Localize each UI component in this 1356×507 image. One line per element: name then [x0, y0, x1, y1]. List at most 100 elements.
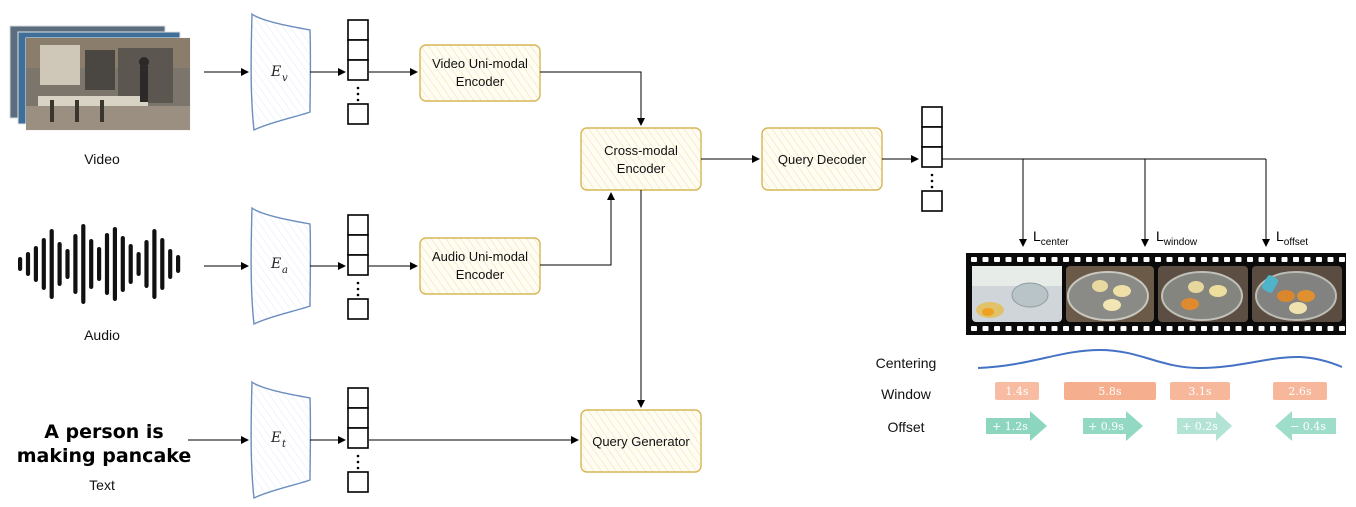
- token-ellipsis-dot: [930, 173, 934, 177]
- query-generator-label: Query Generator: [592, 434, 690, 449]
- text-input-line1: A person is: [44, 421, 164, 443]
- offset-arrow-1: + 1.2s: [986, 411, 1047, 441]
- sprocket-hole: [1028, 326, 1035, 331]
- sprocket-hole: [1316, 326, 1322, 331]
- offset-arrow-2: + 0.9s: [1083, 411, 1143, 441]
- film-strip: [966, 253, 1346, 335]
- sprocket-hole: [1270, 257, 1276, 262]
- token-ellipsis-dot: [356, 460, 360, 464]
- svg-text:2.6s: 2.6s: [1288, 385, 1311, 398]
- audio-unimodal-encoder: Audio Uni-modal Encoder: [419, 237, 541, 295]
- waveform-bar: [128, 244, 133, 284]
- sprocket-hole: [1086, 326, 1092, 331]
- waveform-bar: [33, 246, 38, 282]
- sprocket-hole: [1201, 257, 1207, 262]
- svg-text:+ 1.2s: + 1.2s: [992, 420, 1028, 433]
- sprocket-hole: [1178, 257, 1184, 262]
- svg-text:3.1s: 3.1s: [1188, 385, 1211, 398]
- token-ellipsis-dot: [356, 98, 360, 102]
- offset-label: Offset: [887, 419, 924, 435]
- sprocket-hole: [994, 326, 1000, 331]
- sprocket-hole: [1017, 326, 1023, 331]
- sprocket-hole: [1040, 326, 1046, 331]
- audio-unimodal-line2: Encoder: [456, 267, 505, 282]
- sprocket-hole: [1178, 326, 1184, 331]
- sprocket-hole: [1109, 326, 1115, 331]
- token-cell: [347, 254, 369, 276]
- token-cell: [347, 214, 369, 236]
- sprocket-hole: [1017, 257, 1023, 262]
- sprocket-hole: [1247, 257, 1253, 262]
- cross-modal-line1: Cross-modal: [604, 143, 678, 158]
- audio-unimodal-line1: Audio Uni-modal: [432, 249, 528, 264]
- sprocket-hole: [1143, 326, 1150, 331]
- sprocket-hole: [1235, 326, 1242, 331]
- token-cell: [347, 387, 369, 409]
- sprocket-hole: [1109, 257, 1115, 262]
- video-token-stack: [347, 19, 369, 125]
- sprocket-hole: [1281, 326, 1288, 331]
- ev-symbol: E: [270, 64, 281, 80]
- video-thumbnail-stack: [9, 25, 191, 131]
- waveform-bar: [152, 229, 157, 299]
- sprocket-hole: [1189, 257, 1196, 262]
- video-encoder-ev: E v: [250, 12, 312, 132]
- film-sprockets: [971, 257, 1345, 331]
- centering-label: Centering: [876, 355, 937, 371]
- token-ellipsis-dot: [356, 287, 360, 291]
- sprocket-hole: [1074, 326, 1081, 331]
- sprocket-hole: [1005, 326, 1012, 331]
- sprocket-hole: [1201, 326, 1207, 331]
- arrow-audio-unimodal-to-cross: [540, 192, 615, 266]
- sprocket-hole: [1166, 326, 1173, 331]
- sprocket-hole: [982, 326, 989, 331]
- sprocket-hole: [1040, 257, 1046, 262]
- waveform-bar: [144, 240, 149, 288]
- sprocket-hole: [1224, 257, 1230, 262]
- token-ellipsis-dot: [356, 454, 360, 458]
- svg-text:+ 0.9s: + 0.9s: [1088, 420, 1124, 433]
- window-label: Window: [881, 386, 932, 402]
- sprocket-hole: [1224, 326, 1230, 331]
- waveform-bar: [112, 227, 117, 301]
- token-cell: [347, 471, 369, 493]
- token-cell: [921, 106, 943, 128]
- sprocket-hole: [1339, 257, 1345, 262]
- centering-curve: [977, 348, 1343, 370]
- l-center-label: Lcenter: [1033, 228, 1069, 248]
- video-label: Video: [84, 151, 120, 167]
- svg-text:− 0.4s: − 0.4s: [1290, 420, 1326, 433]
- film-frame-4: [1252, 266, 1342, 322]
- text-input-line2: making pancake: [17, 445, 192, 467]
- waveform-bar: [160, 238, 165, 290]
- token-cell: [921, 190, 943, 212]
- waveform-bar: [176, 255, 181, 273]
- sprocket-hole: [1304, 257, 1311, 262]
- arrow-video-unimodal-to-cross: [540, 71, 645, 126]
- l-offset-label: Loffset: [1276, 228, 1308, 248]
- waveform-bar: [41, 238, 46, 290]
- svg-text:5.8s: 5.8s: [1098, 385, 1121, 398]
- waveform-bar: [89, 239, 94, 289]
- token-ellipsis-dot: [930, 185, 934, 189]
- sprocket-hole: [1155, 326, 1161, 331]
- video-unimodal-encoder: Video Uni-modal Encoder: [419, 44, 541, 102]
- et-symbol: E: [270, 430, 281, 446]
- waveform-bar: [81, 224, 86, 304]
- window-chip-2: 5.8s: [1064, 382, 1156, 400]
- token-cell: [921, 126, 943, 148]
- sprocket-hole: [1086, 257, 1092, 262]
- sprocket-hole: [1258, 326, 1265, 331]
- token-cell: [347, 298, 369, 320]
- window-chip-1: 1.4s: [995, 382, 1039, 400]
- sprocket-hole: [1063, 326, 1069, 331]
- ea-subscript: a: [282, 265, 288, 276]
- video-unimodal-line2: Encoder: [456, 74, 505, 89]
- waveform-bar: [49, 229, 54, 299]
- ea-symbol: E: [270, 256, 281, 272]
- token-cell: [921, 146, 943, 168]
- svg-text:+ 0.2s: + 0.2s: [1182, 420, 1218, 433]
- text-encoder-et: E t: [250, 380, 312, 500]
- waveform-bar: [18, 257, 23, 271]
- token-cell: [347, 19, 369, 41]
